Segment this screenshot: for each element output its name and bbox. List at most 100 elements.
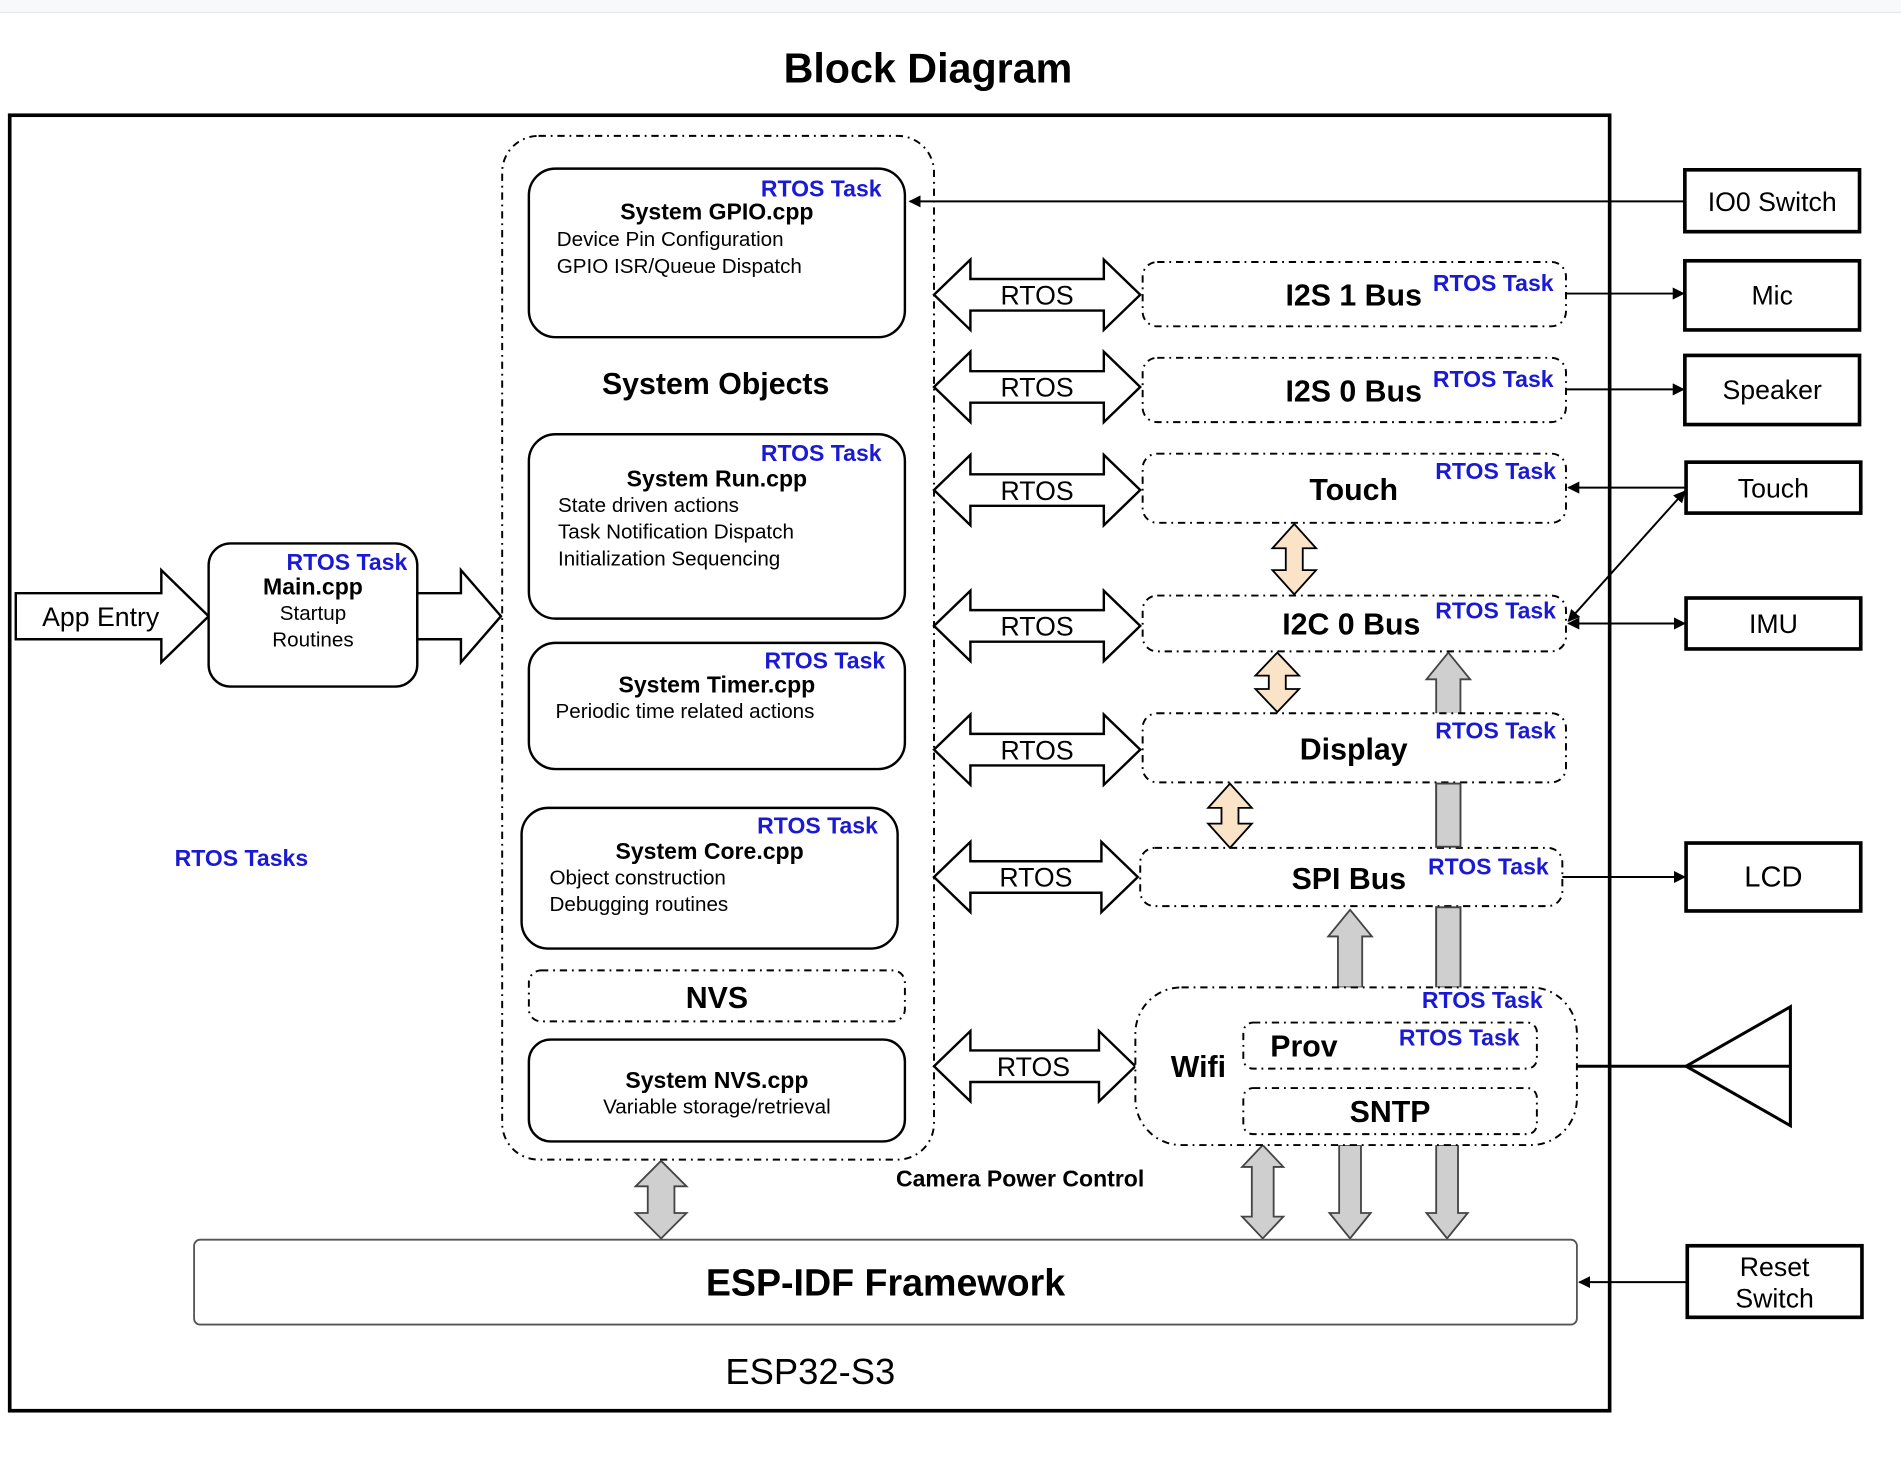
lcd-label: LCD xyxy=(1744,862,1802,894)
rtos-tasks-legend: RTOS Tasks xyxy=(175,845,309,871)
prov-box xyxy=(1242,1021,1538,1070)
esp-idf-framework-label: ESP-IDF Framework xyxy=(706,1261,1065,1303)
wifi-to-idf-gray-arrow-2 xyxy=(1424,1144,1470,1240)
esp32-chip-boundary xyxy=(7,113,1612,1413)
rtos-link-label: RTOS xyxy=(999,863,1072,893)
touch-rtos-task-tag: RTOS Task xyxy=(1435,458,1556,484)
wifi-rtos-task-tag: RTOS Task xyxy=(1422,987,1543,1013)
i2s0-bus-block: I2S 0 Bus RTOS Task xyxy=(1141,356,1567,424)
touch-device-i2c-diagonal-line xyxy=(1567,490,1686,622)
system-timer-box xyxy=(527,641,907,771)
timer-rtos-task-tag: RTOS Task xyxy=(764,647,885,673)
main-rtos-task-tag: RTOS Task xyxy=(287,549,408,575)
speaker-block: Speaker xyxy=(1683,353,1862,427)
rtos-link-label: RTOS xyxy=(1001,476,1074,506)
rtos-link-label: RTOS xyxy=(1001,280,1074,310)
display-rtos-task-tag: RTOS Task xyxy=(1435,718,1556,744)
io0-switch-block: IO0 Switch xyxy=(1683,168,1862,234)
mic-block: Mic xyxy=(1683,258,1862,332)
gpio-line: GPIO ISR/Queue Dispatch xyxy=(557,255,802,278)
nvs-label: NVS xyxy=(686,982,748,1015)
camera-power-control-label: Camera Power Control xyxy=(896,1165,1144,1191)
mic-label: Mic xyxy=(1751,280,1792,310)
run-rtos-task-tag: RTOS Task xyxy=(761,440,882,466)
i2c0-bus-block: I2C 0 Bus RTOS Task xyxy=(1141,594,1567,653)
gpio-line: Device Pin Configuration xyxy=(557,228,784,251)
timer-line: Periodic time related actions xyxy=(556,700,815,723)
diagram-stage: Block Diagram ESP32-S3 App Entry RTOS Ta… xyxy=(7,45,1864,1413)
core-cpp-name: System Core.cpp xyxy=(616,838,804,864)
rtos-link-spi: RTOS xyxy=(932,838,1140,916)
system-objects-container xyxy=(501,134,935,1161)
io0-switch-label: IO0 Switch xyxy=(1708,187,1837,217)
nvs-cpp-name: System NVS.cpp xyxy=(625,1067,808,1093)
timer-cpp-name: System Timer.cpp xyxy=(619,672,816,698)
chip-label: ESP32-S3 xyxy=(725,1351,895,1392)
sntp-label: SNTP xyxy=(1350,1096,1431,1129)
i2s1-bus-block: I2S 1 Bus RTOS Task xyxy=(1141,261,1567,328)
rtos-link-label: RTOS xyxy=(997,1052,1070,1082)
system-gpio-box xyxy=(527,167,907,339)
main-cpp-line: Startup xyxy=(280,602,346,625)
gray-arrow-segment xyxy=(1435,782,1462,848)
app-entry-label: App Entry xyxy=(42,602,160,632)
prov-rtos-task-tag: RTOS Task xyxy=(1399,1025,1520,1051)
app-entry-arrow xyxy=(14,567,211,666)
spi-bus-label: SPI Bus xyxy=(1292,863,1407,896)
display-spi-peach-arrow xyxy=(1206,782,1254,850)
run-cpp-name: System Run.cpp xyxy=(627,465,807,491)
rtos-link-display: RTOS xyxy=(932,711,1142,788)
lcd-block: LCD xyxy=(1684,841,1863,913)
gpio-rtos-task-tag: RTOS Task xyxy=(761,176,882,202)
imu-label: IMU xyxy=(1749,609,1798,639)
i2c0-bus-label: I2C 0 Bus xyxy=(1282,608,1420,641)
reset-switch-label: Switch xyxy=(1735,1284,1814,1314)
browser-top-strip xyxy=(0,0,1901,13)
main-to-objects-arrow xyxy=(416,566,503,666)
reset-switch-block: Reset Switch xyxy=(1685,1243,1864,1320)
system-nvs-box xyxy=(527,1038,907,1143)
i2c0-display-peach-arrow xyxy=(1253,651,1302,714)
speaker-label: Speaker xyxy=(1723,375,1822,405)
rtos-link-wifi: RTOS xyxy=(932,1028,1138,1105)
touch-i2c0-peach-arrow xyxy=(1270,522,1319,596)
i2s0-bus-label: I2S 0 Bus xyxy=(1285,376,1421,409)
core-line: Debugging routines xyxy=(549,893,728,916)
diagram-title: Block Diagram xyxy=(784,45,1073,91)
i2c0-rtos-task-tag: RTOS Task xyxy=(1435,598,1556,624)
wifi-label: Wifi xyxy=(1171,1051,1226,1084)
run-line: Task Notification Dispatch xyxy=(558,521,794,544)
reset-switch-label: Reset xyxy=(1740,1252,1810,1282)
spi-rtos-task-tag: RTOS Task xyxy=(1428,854,1549,880)
imu-block: IMU xyxy=(1684,596,1863,651)
antenna-icon xyxy=(1576,1004,1792,1129)
nvs-box xyxy=(527,969,906,1023)
rtos-link-i2s1: RTOS xyxy=(932,256,1142,333)
idf-to-wifi-gray-arrow xyxy=(1240,1143,1286,1240)
i2s1-rtos-task-tag: RTOS Task xyxy=(1433,270,1554,296)
wifi-to-idf-gray-arrow-1 xyxy=(1327,1144,1373,1240)
rtos-link-label: RTOS xyxy=(1001,373,1074,403)
touch-bus-label: Touch xyxy=(1309,474,1398,507)
core-line: Object construction xyxy=(549,866,725,889)
wifi-to-spi-gray-arrow xyxy=(1326,908,1374,989)
sntp-box xyxy=(1242,1087,1538,1136)
system-core-box xyxy=(520,806,899,950)
prov-label: Prov xyxy=(1270,1031,1338,1064)
rtos-link-i2c0: RTOS xyxy=(932,587,1142,664)
gray-arrow-segment xyxy=(1435,906,1462,989)
run-line: State driven actions xyxy=(558,494,739,517)
rtos-link-touch: RTOS xyxy=(932,452,1142,529)
i2s0-rtos-task-tag: RTOS Task xyxy=(1433,366,1554,392)
main-cpp-line: Routines xyxy=(272,629,353,652)
spi-bus-block: SPI Bus RTOS Task xyxy=(1139,846,1564,908)
rtos-link-label: RTOS xyxy=(1001,612,1074,642)
display-bus-block: Display RTOS Task xyxy=(1141,712,1567,784)
touch-device-label: Touch xyxy=(1738,473,1809,503)
objects-to-idf-gray-arrow xyxy=(633,1159,689,1240)
rtos-link-label: RTOS xyxy=(1001,735,1074,765)
rtos-link-i2s0: RTOS xyxy=(932,348,1142,425)
i2s1-bus-label: I2S 1 Bus xyxy=(1285,280,1421,313)
nvs-cpp-line: Variable storage/retrieval xyxy=(603,1096,831,1119)
display-bus-label: Display xyxy=(1300,733,1408,766)
